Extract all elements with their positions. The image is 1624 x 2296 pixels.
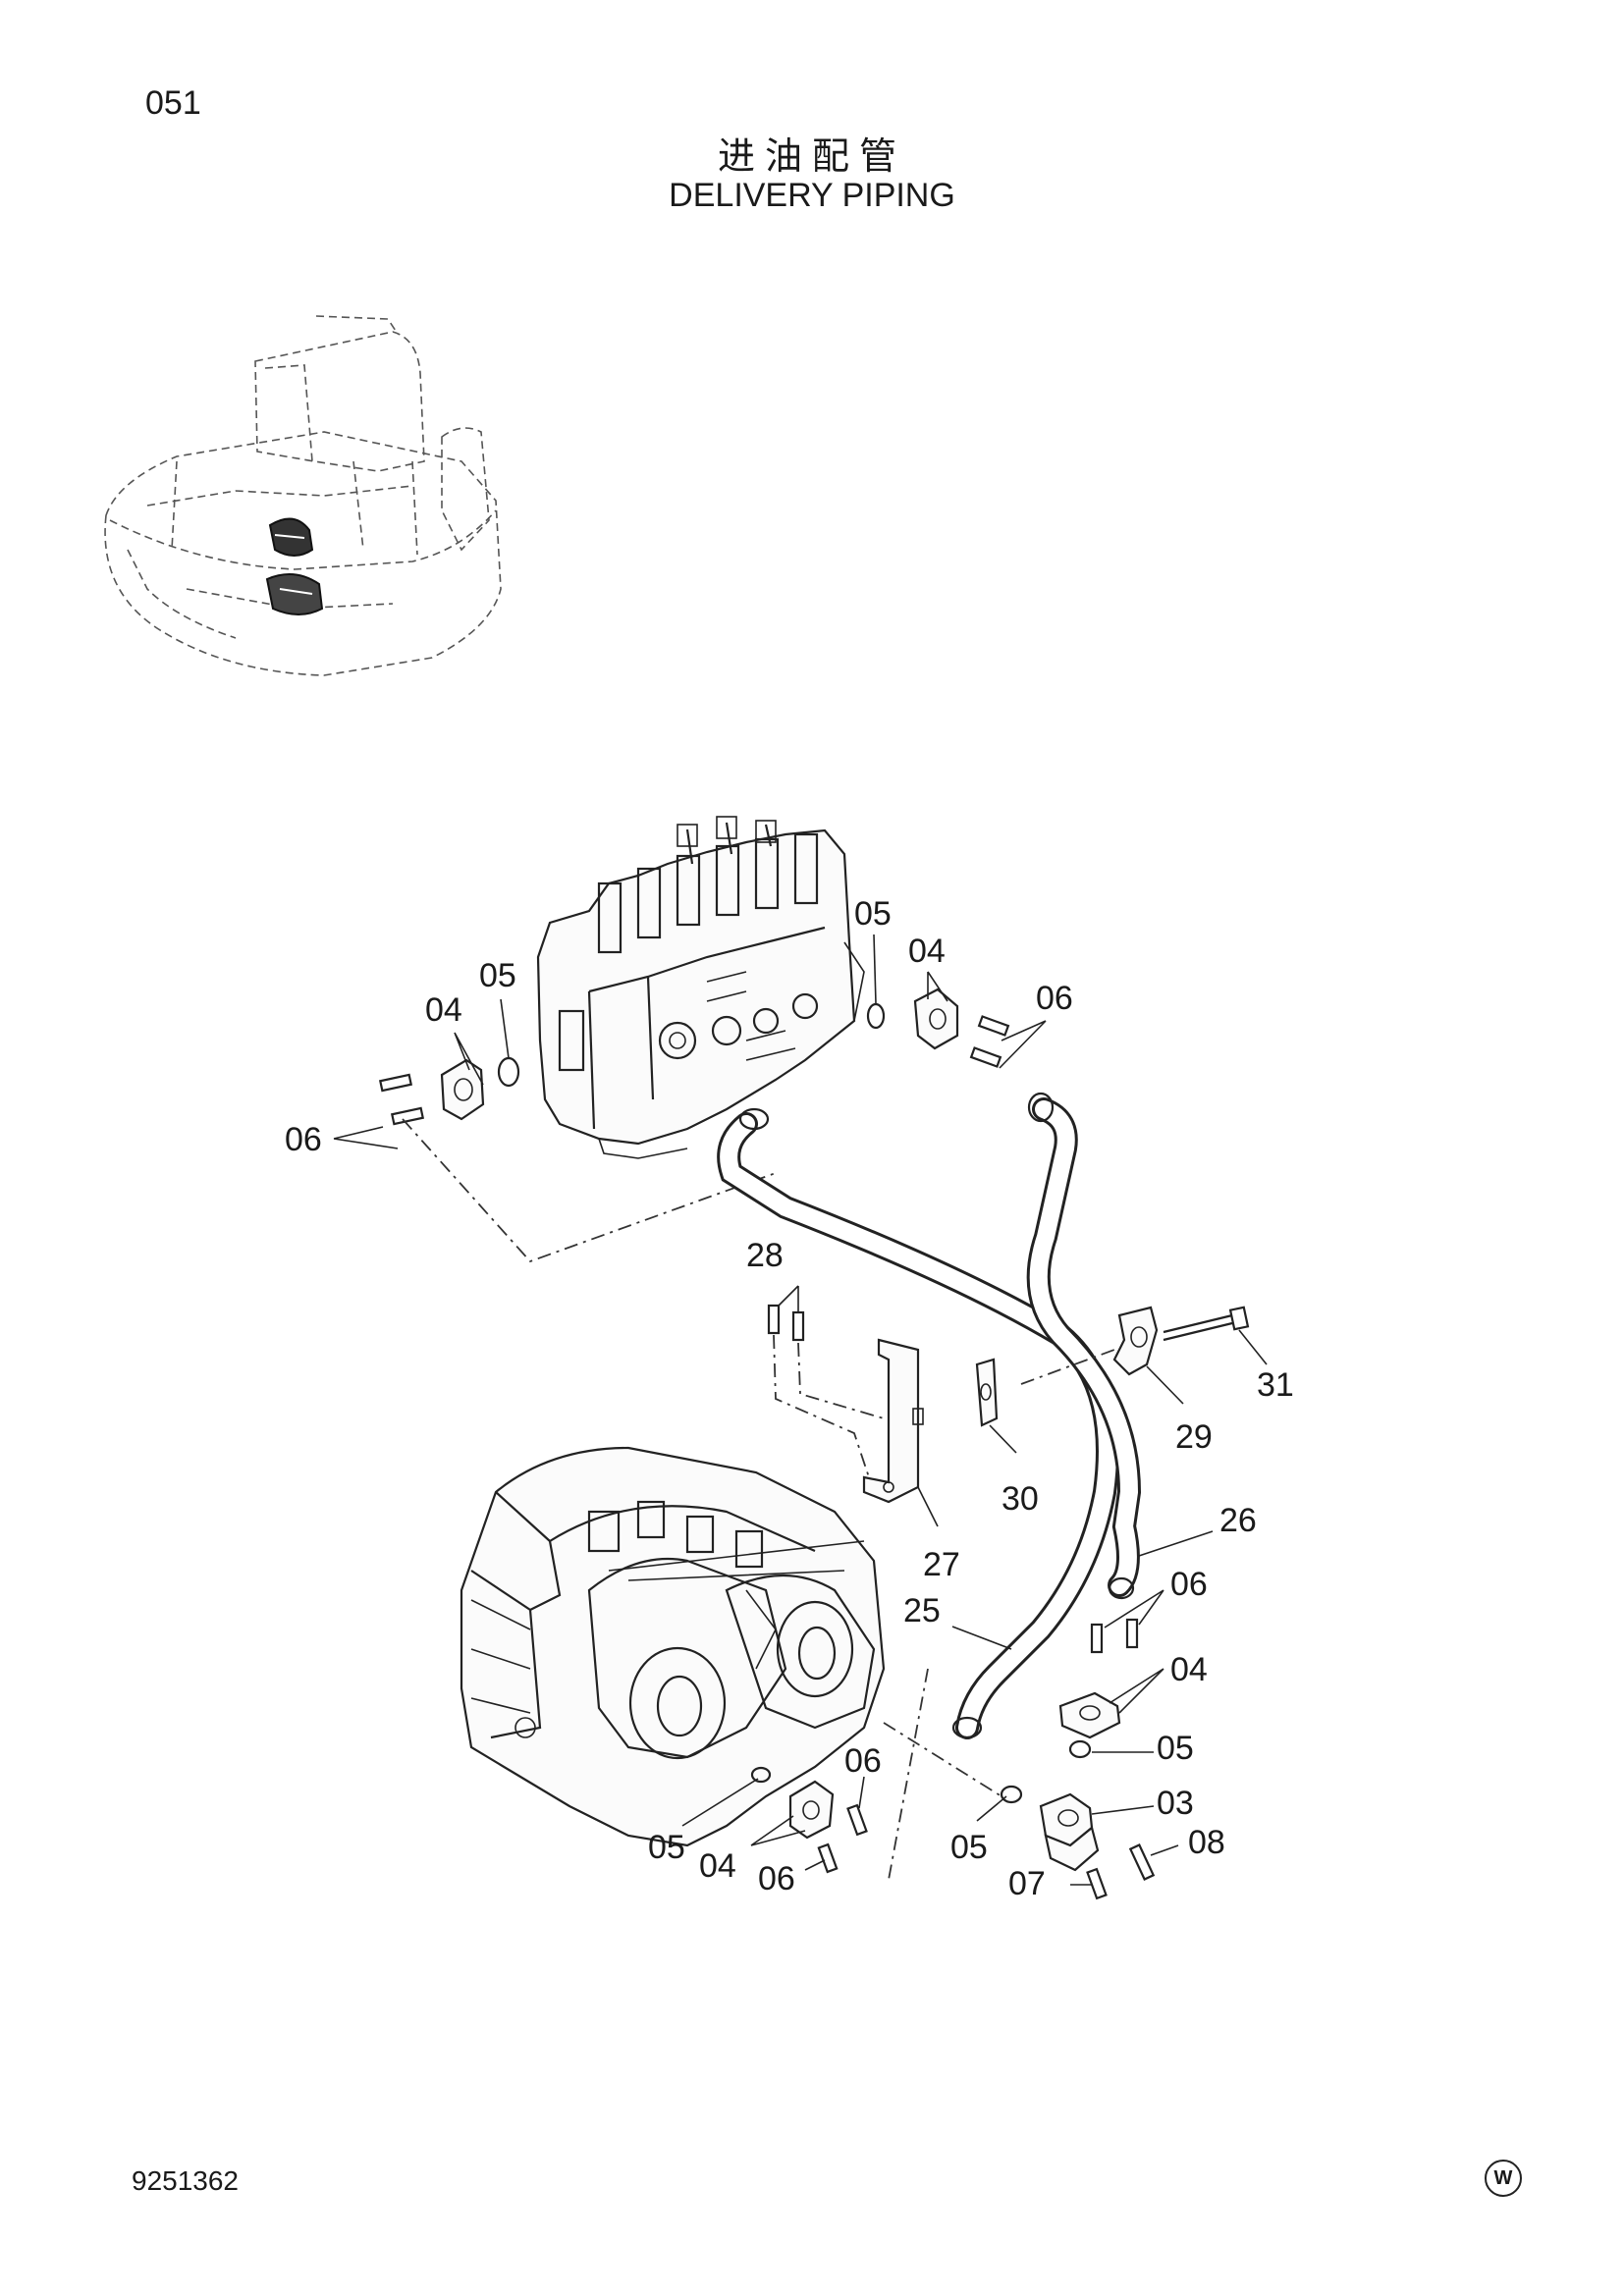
callout-06: 06 [758,1860,795,1897]
callout-labels: 05 04 06 05 04 06 28 31 29 30 27 26 25 0… [285,895,1294,1902]
callout-03: 03 [1157,1785,1194,1822]
leader-lines [333,934,1268,1886]
hose-26 [1026,1092,1142,1600]
bolt-06-left-a [378,1073,413,1093]
page-title-chinese: 进油配管 [717,134,906,178]
bolt-31 [1163,1306,1250,1342]
o-ring-05-pump-right [1000,1785,1023,1804]
callout-06: 06 [1036,980,1073,1017]
bolt-06-right-a [977,1015,1010,1037]
callout-05: 05 [1157,1730,1194,1767]
flange-04-right [913,988,959,1050]
callout-26: 26 [1219,1502,1257,1539]
flange-04-left [440,1058,485,1121]
document-number: 9251362 [132,2165,240,2196]
o-ring-05-right [866,1002,886,1030]
bolt-07 [1086,1867,1108,1900]
callout-04: 04 [425,991,462,1029]
o-ring-05-pump-left [750,1766,772,1784]
page-title-english: DELIVERY PIPING [669,177,955,214]
callout-25: 25 [903,1592,941,1629]
bolt-06-right-b [969,1046,1002,1068]
valve-right-flange-group [866,988,1010,1068]
callout-29: 29 [1175,1418,1213,1456]
flange-04-fitting [1058,1691,1121,1739]
bolts-28 [767,1304,885,1478]
machine-overview-thumbnail [104,315,502,676]
callout-07: 07 [1008,1865,1046,1902]
pump-right-flange-group [883,1618,1156,1900]
callout-31: 31 [1257,1366,1294,1404]
callout-30: 30 [1001,1480,1039,1518]
clamp-29 [1020,1306,1159,1385]
callout-05: 05 [479,957,516,994]
hydraulic-pump [460,1446,886,1847]
callout-06: 06 [285,1121,322,1158]
pump-left-flange-group [750,1766,868,1874]
bolt-06-fitting-a [1090,1623,1104,1654]
callout-27: 27 [923,1546,960,1583]
callout-04: 04 [1170,1651,1208,1688]
callout-08: 08 [1188,1824,1225,1861]
bracket-27 [862,1338,924,1504]
callout-04: 04 [699,1847,736,1885]
bolt-08 [1128,1843,1156,1881]
callout-06: 06 [1170,1566,1208,1603]
bolt-06-pump-left-a [846,1803,868,1837]
callout-05: 05 [648,1829,685,1866]
page-number: 051 [145,84,201,122]
flange-04-pump-left [788,1780,835,1840]
callout-28: 28 [746,1237,784,1274]
bolt-06-fitting-b [1125,1618,1139,1649]
circled-w-mark: W [1485,2160,1522,2197]
callout-05: 05 [854,895,892,933]
control-valve [536,816,865,1159]
bolt-06-left-b [390,1106,425,1126]
o-ring-05-left [497,1056,520,1088]
callout-04: 04 [908,933,946,970]
callout-05: 05 [950,1829,988,1866]
callout-06: 06 [844,1742,882,1780]
bolt-06-pump-left-b [817,1842,839,1874]
clamp-30 [975,1358,999,1427]
o-ring-05-fitting [1068,1739,1092,1759]
valve-left-flange-group [378,1056,777,1263]
